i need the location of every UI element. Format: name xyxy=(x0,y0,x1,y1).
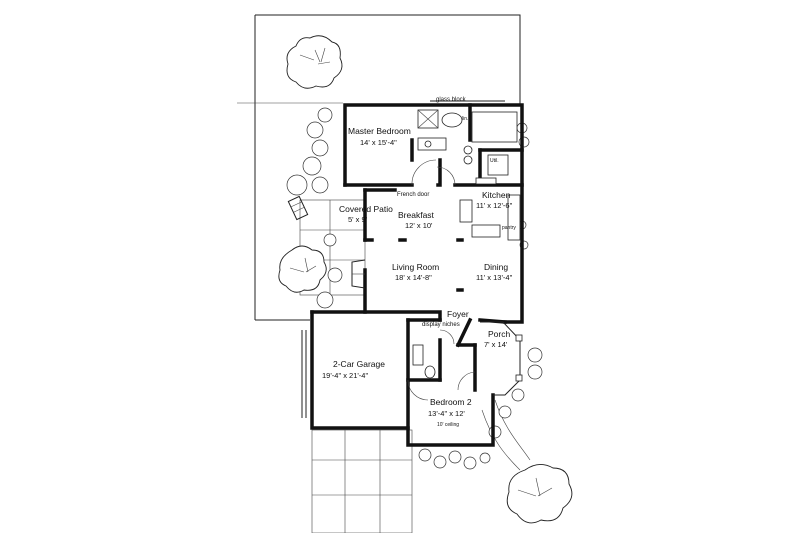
garage-door xyxy=(301,330,307,418)
master-bedroom-name: Master Bedroom xyxy=(348,126,411,136)
porch xyxy=(455,317,523,396)
foyer-name: Foyer xyxy=(447,309,469,319)
driveway xyxy=(311,429,413,533)
french-door-label: French door xyxy=(397,192,429,198)
dining-size: 11' x 13'-4" xyxy=(476,273,513,282)
tree-left xyxy=(278,245,327,293)
breakfast-size: 12' x 10' xyxy=(405,221,433,230)
fireplace xyxy=(351,259,366,289)
interior-walls xyxy=(343,103,524,392)
shrubs-left xyxy=(286,107,343,309)
glass-block-label: glass block xyxy=(436,97,467,103)
kitchen-fixtures xyxy=(459,177,521,241)
porch-name: Porch xyxy=(488,329,510,339)
living-room-size: 18' x 14'-8" xyxy=(395,273,432,282)
kitchen-name: Kitchen xyxy=(482,190,511,200)
display-niches-label: display niches xyxy=(422,322,460,328)
lot-boundary xyxy=(237,14,521,321)
utility-label: Util. xyxy=(490,158,499,164)
bench xyxy=(287,195,309,221)
kitchen-size: 11' x 12'-6" xyxy=(476,201,513,210)
linen-label: lin. xyxy=(462,116,468,122)
bedroom2-ceiling-note: 10' ceiling xyxy=(437,422,459,428)
front-walk xyxy=(481,399,531,471)
tree-bottom-right xyxy=(506,464,573,524)
covered-patio-name: Covered Patio xyxy=(339,204,393,214)
porch-size: 7' x 14' xyxy=(484,340,508,349)
bath-fixtures xyxy=(412,109,518,379)
pantry-label: pantry xyxy=(502,225,516,231)
breakfast-name: Breakfast xyxy=(398,210,435,220)
living-room-name: Living Room xyxy=(392,262,439,272)
bedroom2-name: Bedroom 2 xyxy=(430,397,472,407)
garage-size: 19'-4" x 21'-4" xyxy=(322,371,368,380)
tree-top-left xyxy=(286,35,343,89)
shrubs-front xyxy=(418,448,491,470)
dining-name: Dining xyxy=(484,262,508,272)
master-bedroom-size: 14' x 15'-4" xyxy=(360,138,397,147)
garage-name: 2-Car Garage xyxy=(333,359,385,369)
covered-patio-size: 5' x 9' xyxy=(348,215,368,224)
bedroom2-size: 13'-4" x 12' xyxy=(428,409,465,418)
door-swings xyxy=(407,159,476,401)
